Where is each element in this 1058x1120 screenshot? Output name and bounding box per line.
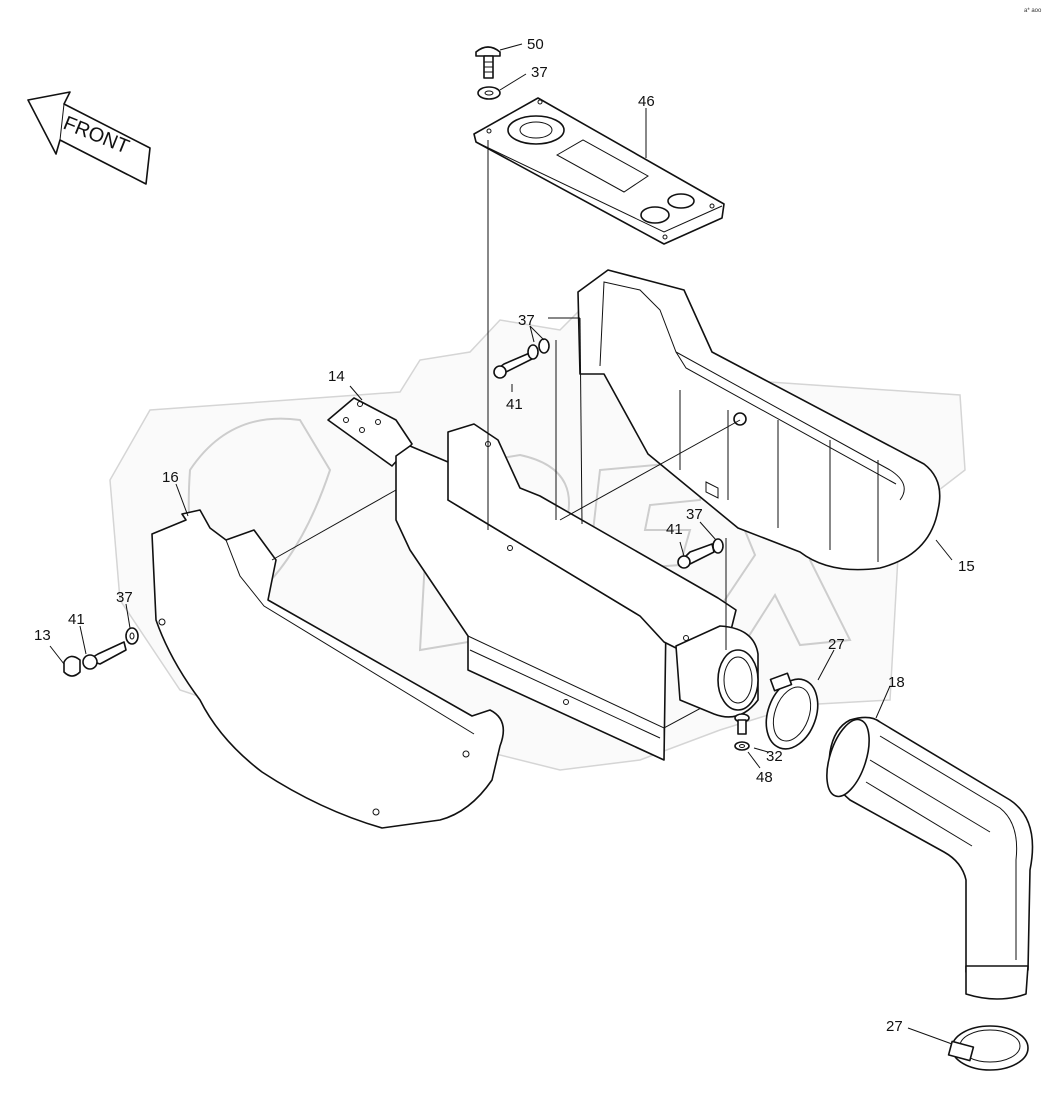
callout-labels: 50 37 46 37 41 14 16 15 41 37 37 41 13 2…: [34, 36, 975, 1035]
callout-50: 50: [527, 36, 544, 53]
callout-18: 18: [888, 674, 905, 691]
callout-37: 37: [531, 64, 548, 81]
hose-18: [826, 716, 1034, 1000]
screw-32: [734, 713, 750, 751]
leader-lines: [49, 43, 953, 1045]
plate-46: [473, 97, 725, 245]
callout-46: 46: [638, 93, 655, 110]
callout-37: 37: [518, 312, 535, 329]
callout-27: 27: [828, 636, 845, 653]
front-arrow-icon: FRONT: [27, 91, 151, 185]
callout-41: 41: [506, 396, 523, 413]
washers-37-upper: [527, 338, 550, 360]
callout-15: 15: [958, 558, 975, 575]
duct-housing: [395, 423, 759, 761]
corner-mark: a* aoo: [1024, 8, 1042, 14]
callout-37: 37: [116, 589, 133, 606]
clamp-27-lower: [947, 1025, 1029, 1071]
callout-16: 16: [162, 469, 179, 486]
bolt-41-top: [493, 351, 535, 379]
callout-13: 13: [34, 627, 51, 644]
clamp-27-upper: [765, 672, 819, 750]
callout-41: 41: [666, 521, 683, 538]
callout-27: 27: [886, 1018, 903, 1035]
callout-32: 32: [766, 748, 783, 765]
screw-50: [475, 46, 501, 79]
cover-15: [577, 269, 941, 571]
washer-37-top: [477, 86, 501, 100]
callout-41: 41: [68, 611, 85, 628]
bracket-14: [327, 397, 413, 467]
bolt-41-left: [82, 627, 139, 670]
callout-48: 48: [756, 769, 773, 786]
callout-14: 14: [328, 368, 345, 385]
callout-37: 37: [686, 506, 703, 523]
bolt-41-right: [677, 538, 724, 569]
cover-16: [151, 509, 505, 829]
clip-13: [63, 655, 81, 677]
